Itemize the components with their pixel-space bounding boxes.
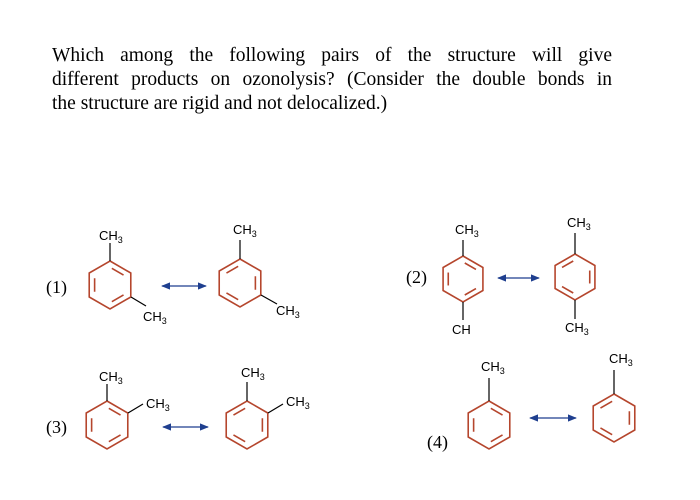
- ring-double-bond: [226, 292, 239, 301]
- methyl-label: CH3: [99, 369, 123, 386]
- ring-double-bond: [561, 260, 574, 269]
- benzene-ring-4a: [467, 400, 511, 450]
- question-text: Which among the following pairs of the s…: [52, 44, 612, 116]
- methyl-label: CH3: [143, 309, 167, 326]
- benzene-ring-2a: [442, 255, 484, 303]
- ring-double-bond: [108, 407, 121, 416]
- ring-double-bond: [233, 434, 246, 443]
- ring-hexagon: [467, 400, 511, 450]
- ring-double-bond: [561, 285, 574, 294]
- question-line-1: Which among the following pairs of the s…: [52, 45, 612, 66]
- benzene-ring-1b: [218, 258, 262, 308]
- bond-3b-upper-right: [267, 403, 284, 414]
- question-line-2: different products on ozonolysis? (Consi…: [52, 69, 612, 90]
- ring-double-bond: [490, 434, 503, 443]
- methyl-label: CH3: [241, 365, 265, 382]
- ring-double-bond: [108, 434, 121, 443]
- ring-double-bond: [111, 294, 124, 303]
- bond-3a-upper-right: [127, 403, 144, 414]
- bond-1b-low: [260, 294, 278, 305]
- methyl-label: CH3: [146, 396, 170, 413]
- ring-double-bond: [600, 427, 613, 436]
- option-label-3: (3): [46, 417, 67, 438]
- ring-double-bond: [464, 262, 477, 271]
- question-line-3: the structure are rigid and not delocali…: [52, 93, 388, 114]
- methyl-label: CH3: [99, 228, 123, 245]
- ring-hexagon: [225, 400, 269, 450]
- bond-1a-low: [130, 296, 147, 307]
- methyl-label: CH3: [233, 222, 257, 239]
- benzene-ring-3b: [225, 400, 269, 450]
- methyl-label: CH3: [286, 394, 310, 411]
- ring-hexagon: [592, 393, 636, 443]
- ring-double-bond: [600, 400, 613, 409]
- benzene-ring-4b: [592, 393, 636, 443]
- methyl-label: CH3: [276, 303, 300, 320]
- ring-double-bond: [226, 265, 239, 274]
- ring-double-bond: [490, 407, 503, 416]
- methyl-label: CH3: [481, 359, 505, 376]
- ring-hexagon: [88, 260, 132, 310]
- benzene-ring-1a: [88, 260, 132, 310]
- methyl-label: CH3: [565, 320, 589, 337]
- methyl-label: CH3: [609, 351, 633, 368]
- benzene-ring-2b: [554, 253, 596, 301]
- ring-hexagon: [218, 258, 262, 308]
- methyl-label: CH3: [455, 222, 479, 239]
- ring-double-bond: [111, 267, 124, 276]
- option-label-1: (1): [46, 277, 67, 298]
- methyl-label: CH3: [567, 215, 591, 232]
- benzene-ring-3a: [85, 400, 129, 450]
- ring-double-bond: [464, 287, 477, 296]
- ch-label: CH: [452, 322, 471, 337]
- option-label-2: (2): [406, 267, 427, 288]
- ring-double-bond: [233, 407, 246, 416]
- ring-hexagon: [85, 400, 129, 450]
- option-label-4: (4): [427, 432, 448, 453]
